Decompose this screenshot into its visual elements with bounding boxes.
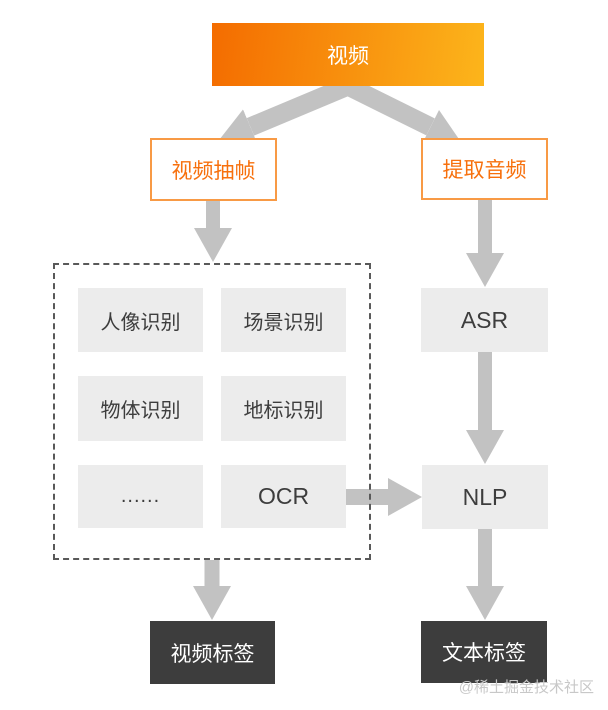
node-landmark-recognition-label: 地标识别 [243, 400, 324, 422]
node-scene-recognition-label: 场景识别 [243, 311, 324, 334]
node-asr-label: ASR [460, 306, 509, 333]
node-portrait-recognition-label: 人像识别 [100, 311, 181, 334]
node-audio-extraction: 提取音频 [421, 138, 548, 200]
node-ellipsis-label: ...... [120, 485, 161, 507]
node-frame-extraction: 视频抽帧 [150, 138, 277, 201]
node-asr: ASR [421, 288, 548, 352]
arrow-video-to-frame-extraction [219, 77, 352, 145]
node-nlp-label: NLP [462, 483, 508, 510]
node-audio-extraction-label: 提取音频 [442, 159, 527, 182]
node-text-tags: 文本标签 [421, 621, 547, 683]
node-video-tags: 视频标签 [150, 621, 275, 684]
node-video: 视频 [212, 23, 484, 86]
node-portrait-recognition: 人像识别 [78, 288, 203, 352]
node-text-tags-label: 文本标签 [442, 642, 526, 665]
node-scene-recognition: 场景识别 [221, 288, 346, 352]
node-frame-extraction-label: 视频抽帧 [171, 159, 256, 183]
node-object-recognition: 物体识别 [78, 376, 203, 441]
node-ellipsis: ...... [78, 465, 203, 528]
node-landmark-recognition: 地标识别 [221, 376, 346, 441]
node-video-tags-label: 视频标签 [170, 642, 255, 666]
node-ocr-label: OCR [257, 483, 310, 509]
node-object-recognition-label: 物体识别 [100, 400, 181, 422]
node-ocr: OCR [221, 465, 346, 528]
community-watermark: @稀土掘金技术社区 [458, 679, 594, 696]
arrow-video-to-audio-extraction [343, 77, 461, 144]
node-nlp: NLP [422, 465, 548, 529]
recognition-group-container [53, 263, 371, 560]
node-video-label: 视频 [327, 44, 369, 68]
